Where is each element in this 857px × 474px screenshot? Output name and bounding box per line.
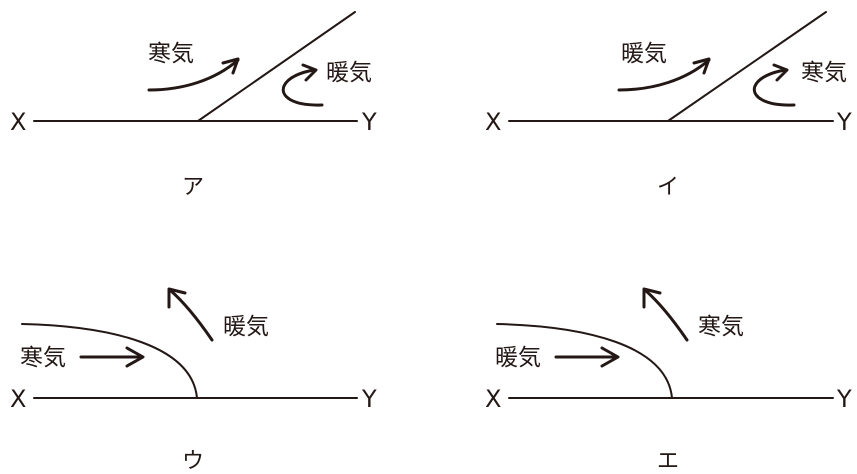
warm-air-arrow: [617, 58, 711, 92]
cold-air-arrowhead: [167, 287, 187, 309]
cold-air-label: 暖気: [495, 345, 541, 371]
panel-i: X Y 暖気 寒気 イ: [485, 11, 852, 200]
option-label: エ: [657, 449, 679, 474]
cold-air-arrowhead: [772, 63, 789, 82]
option-label: ウ: [182, 449, 204, 474]
warm-air-label: 寒気: [698, 314, 744, 340]
warm-air-arrowhead: [642, 287, 662, 309]
cold-air-arrowhead: [600, 346, 620, 368]
warm-air-label: 暖気: [326, 60, 372, 86]
x-label: X: [10, 385, 26, 413]
warm-air-label: 寒気: [20, 345, 66, 371]
front-boundary: [21, 323, 198, 399]
panel-u: X Y 寒気 暖気 ウ: [10, 287, 377, 474]
front-boundary: [197, 11, 356, 122]
y-label: Y: [361, 108, 377, 136]
x-label: X: [485, 385, 501, 413]
warm-air-label: 暖気: [621, 41, 667, 67]
cold-air-label: 寒気: [801, 60, 847, 86]
warm-air-arrow: [643, 288, 689, 342]
cold-air-label: 寒気: [148, 41, 194, 67]
y-label: Y: [361, 385, 377, 413]
warm-air-arrowhead: [125, 346, 145, 368]
x-label: X: [485, 108, 501, 136]
front-boundary: [496, 323, 673, 399]
y-label: Y: [836, 108, 852, 136]
panel-a: X Y 寒気 暖気 ア: [10, 11, 377, 200]
warm-air-arrowhead: [301, 63, 318, 82]
cold-air-arrowhead: [221, 57, 240, 75]
cold-air-arrow: [147, 58, 240, 92]
front-boundary: [667, 11, 827, 122]
cold-air-arrow: [168, 288, 214, 342]
warm-air-arrowhead: [692, 57, 711, 75]
warm-air-arrow: [281, 68, 324, 107]
cold-air-arrow: [752, 68, 796, 107]
cold-air-label: 暖気: [223, 314, 269, 340]
option-label: イ: [657, 175, 679, 200]
panel-e: X Y 暖気 寒気 エ: [485, 287, 852, 474]
x-label: X: [10, 108, 26, 136]
option-label: ア: [182, 175, 204, 200]
y-label: Y: [836, 385, 852, 413]
